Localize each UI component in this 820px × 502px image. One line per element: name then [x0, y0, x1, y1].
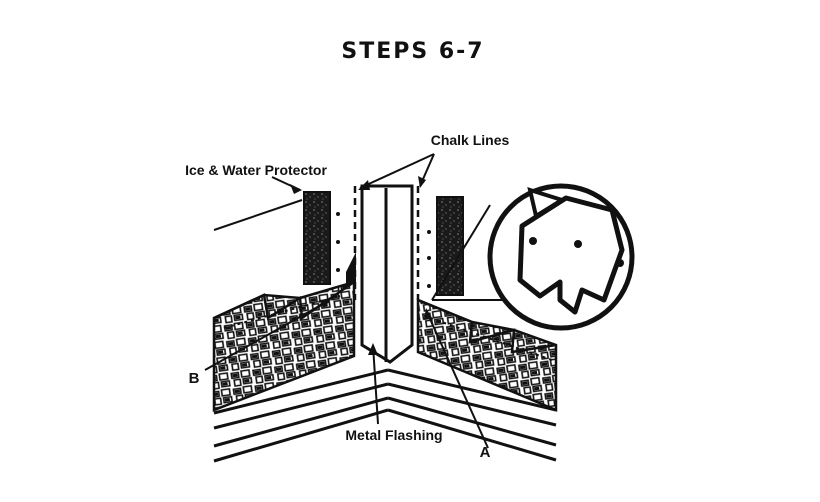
right-shingles [416, 298, 558, 412]
metal-flashing [360, 184, 414, 364]
label-a: A [480, 444, 491, 461]
right-roof-edge [387, 368, 557, 462]
left-roof-edge [213, 368, 389, 463]
page-title: STEPS 6-7 [341, 39, 484, 64]
metal-flashing-label: Metal Flashing [345, 427, 442, 443]
label-b: B [189, 370, 200, 387]
chalk-lines [353, 186, 420, 300]
ice-water-strip-right [436, 196, 464, 296]
left-shingles [212, 252, 356, 412]
ice-water-strip-left [303, 191, 331, 285]
detail-magnifier [487, 183, 635, 331]
leader-arrowheads [290, 176, 432, 355]
ice-water-protector-label: Ice & Water Protector [185, 162, 327, 178]
chalk-lines-label: Chalk Lines [431, 132, 510, 148]
nail-dots [336, 212, 431, 288]
